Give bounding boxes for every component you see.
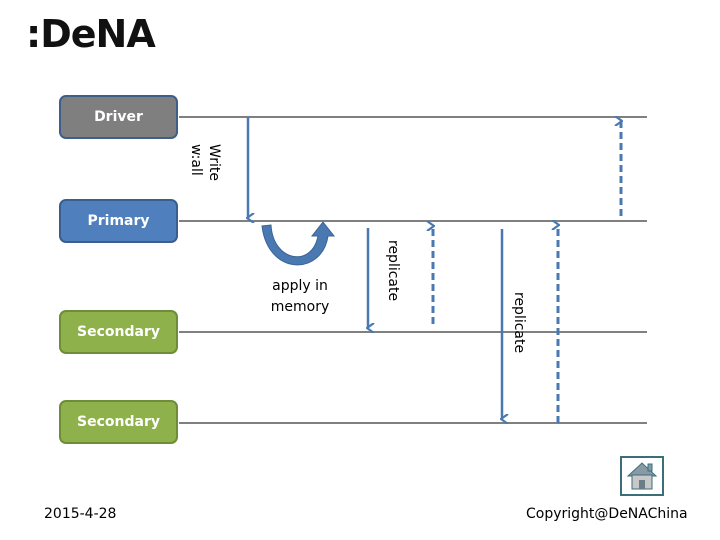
primary-node: Primary — [59, 199, 178, 243]
dena-logo: :DeNA — [26, 12, 156, 56]
secondary-label-1: Secondary — [77, 324, 160, 340]
write-label-line1: Write — [206, 144, 222, 181]
apply-line2: memory — [270, 299, 330, 315]
driver-label: Driver — [94, 109, 143, 125]
copyright-footer: Copyright@DeNAChina — [526, 506, 688, 522]
secondary-node-1: Secondary — [59, 310, 178, 354]
secondary-label-2: Secondary — [77, 414, 160, 430]
apply-curved-arrow-icon — [261, 221, 336, 266]
replicate-label-2: replicate — [511, 292, 527, 354]
date-footer: 2015-4-28 — [44, 506, 117, 522]
apply-in-memory-label: apply in memory — [262, 276, 338, 318]
replicate-label-1: replicate — [385, 240, 401, 302]
apply-line1: apply in — [272, 278, 328, 294]
driver-node: Driver — [59, 95, 178, 139]
secondary-node-2: Secondary — [59, 400, 178, 444]
home-icon — [626, 462, 658, 490]
primary-label: Primary — [87, 213, 150, 229]
write-label-line2: w:all — [188, 144, 204, 176]
home-button[interactable] — [620, 456, 664, 496]
